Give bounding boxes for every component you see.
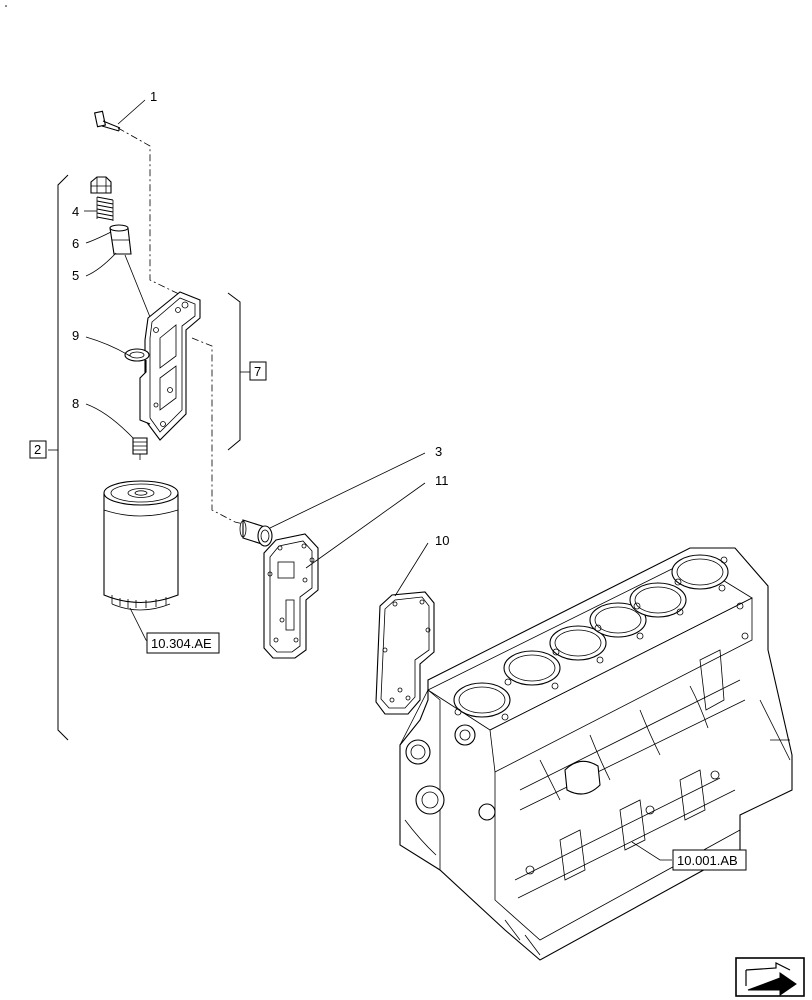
oil-filter-part — [103, 480, 179, 611]
callout-3: 3 — [435, 444, 442, 459]
pipe-fitting-part — [239, 519, 273, 547]
cylinder-bores — [453, 554, 729, 718]
housing-gasket-part — [263, 533, 319, 659]
filter-housing-part — [124, 291, 201, 441]
bolt-part — [93, 110, 121, 132]
next-page-arrow-icon[interactable] — [735, 957, 805, 997]
callout-box-2 — [29, 440, 47, 459]
callout-1: 1 — [150, 89, 157, 104]
block-gasket-part — [375, 591, 435, 715]
block-reference-box — [672, 849, 747, 871]
callout-4: 4 — [72, 204, 79, 219]
callout-6: 6 — [72, 236, 79, 251]
threaded-nipple-part — [132, 437, 148, 460]
callout-2: 2 — [34, 442, 41, 457]
group-bracket-7 — [227, 292, 241, 451]
engine-block-part — [399, 547, 793, 961]
callout-10: 10 — [435, 533, 449, 548]
block-reference: 10.001.AB — [677, 853, 738, 868]
callout-5: 5 — [72, 268, 79, 283]
callout-8: 8 — [72, 396, 79, 411]
valve-sleeve-part — [109, 224, 132, 255]
deck-bolt-holes — [454, 556, 749, 721]
cap-nut-part — [90, 176, 112, 194]
spring-part — [96, 196, 114, 221]
callout-box-7 — [249, 361, 267, 381]
callout-9: 9 — [72, 328, 79, 343]
filter-reference: 10.304.AE — [151, 636, 212, 651]
callout-7: 7 — [254, 364, 261, 379]
filter-reference-box — [146, 632, 220, 654]
callout-11: 11 — [435, 473, 449, 488]
group-bracket-2 — [57, 174, 69, 741]
